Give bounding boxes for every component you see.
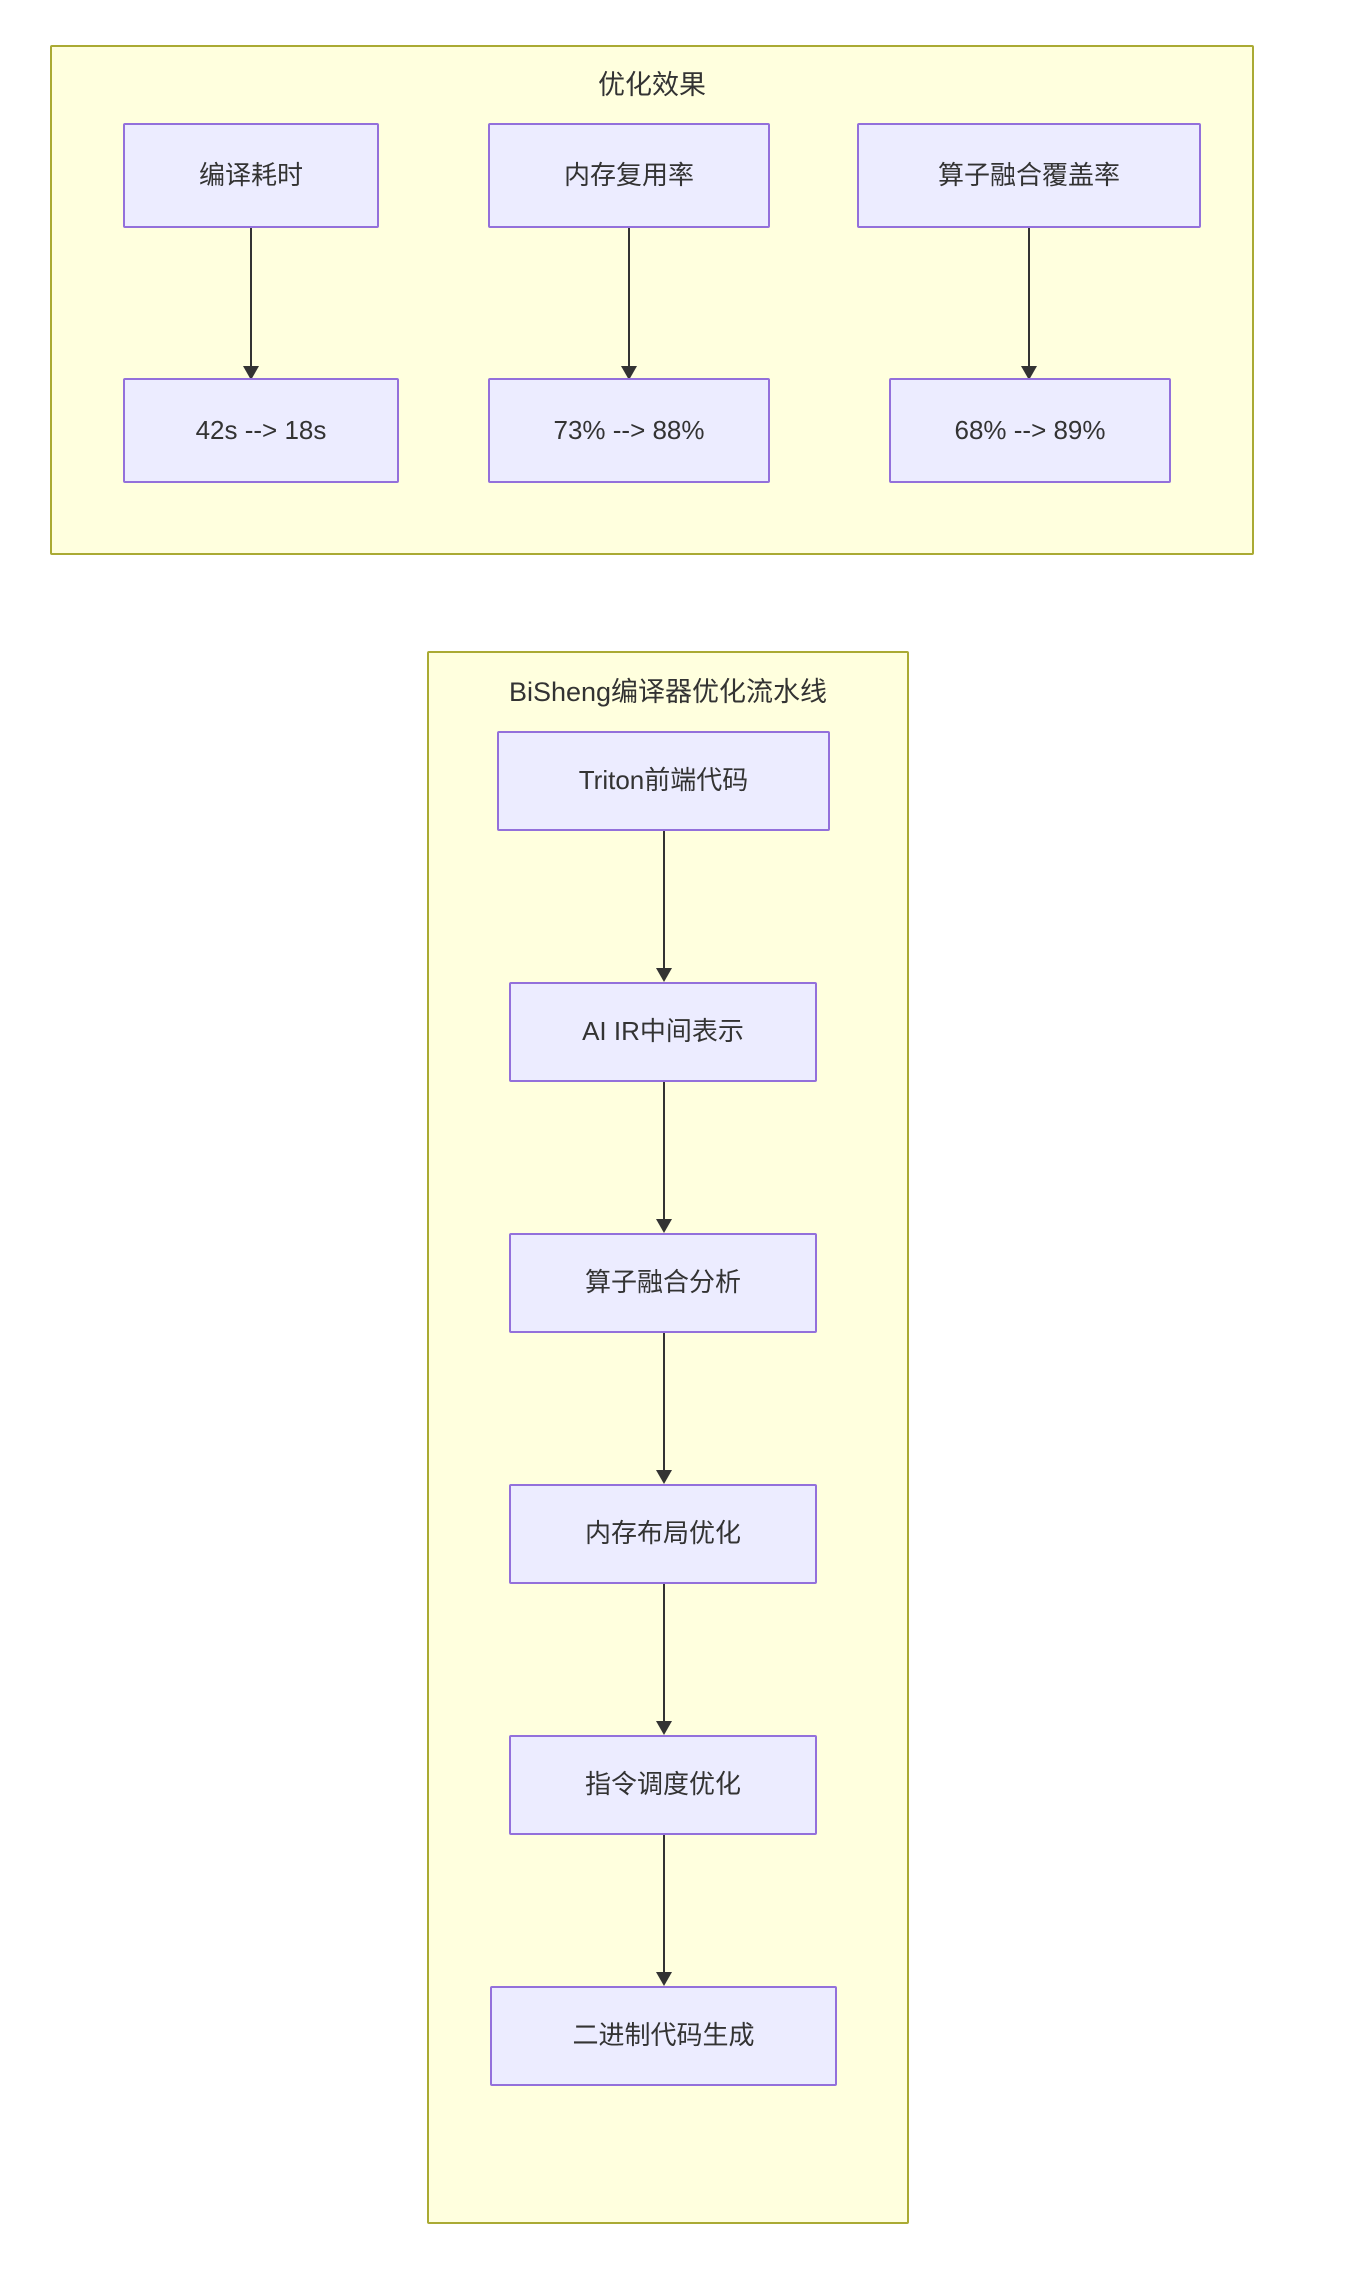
node-pipeline-step-1[interactable]: Triton前端代码 bbox=[497, 731, 830, 831]
node-label: Triton前端代码 bbox=[578, 765, 749, 796]
node-result-operator-fusion-coverage[interactable]: 68% --> 89% bbox=[889, 378, 1171, 483]
arrow-pipeline-3-to-4 bbox=[656, 1333, 672, 1484]
node-label: 内存布局优化 bbox=[584, 1518, 741, 1549]
arrow-pipeline-1-to-2 bbox=[656, 831, 672, 982]
node-pipeline-step-2[interactable]: AI IR中间表示 bbox=[509, 982, 817, 1082]
node-result-compile-time[interactable]: 42s --> 18s bbox=[123, 378, 399, 483]
node-pipeline-step-5[interactable]: 指令调度优化 bbox=[509, 1735, 817, 1835]
arrow-pipeline-5-to-6 bbox=[656, 1835, 672, 1986]
node-label: 42s --> 18s bbox=[195, 414, 327, 445]
node-label: AI IR中间表示 bbox=[582, 1016, 744, 1047]
node-label: 二进制代码生成 bbox=[572, 2020, 755, 2051]
node-label: 算子融合分析 bbox=[584, 1267, 741, 1298]
node-pipeline-step-4[interactable]: 内存布局优化 bbox=[509, 1484, 817, 1584]
arrow-compile-time bbox=[243, 228, 259, 380]
node-metric-operator-fusion-coverage[interactable]: 算子融合覆盖率 bbox=[857, 123, 1201, 228]
node-label: 算子融合覆盖率 bbox=[937, 159, 1120, 190]
subgraph-title-bisheng-pipeline: BiSheng编译器优化流水线 bbox=[508, 677, 828, 707]
node-metric-memory-reuse[interactable]: 内存复用率 bbox=[488, 123, 770, 228]
node-label: 68% --> 89% bbox=[954, 414, 1106, 445]
node-label: 内存复用率 bbox=[563, 159, 694, 190]
arrow-memory-reuse bbox=[621, 228, 637, 380]
node-pipeline-step-3[interactable]: 算子融合分析 bbox=[509, 1233, 817, 1333]
arrow-pipeline-4-to-5 bbox=[656, 1584, 672, 1735]
node-label: 指令调度优化 bbox=[584, 1769, 741, 1800]
subgraph-bisheng-pipeline: BiSheng编译器优化流水线 bbox=[427, 651, 909, 2224]
arrow-pipeline-2-to-3 bbox=[656, 1082, 672, 1233]
subgraph-title-optimization-results: 优化效果 bbox=[598, 70, 706, 100]
node-pipeline-step-6[interactable]: 二进制代码生成 bbox=[490, 1986, 837, 2086]
node-label: 编译耗时 bbox=[198, 159, 303, 190]
arrow-operator-fusion-coverage bbox=[1021, 228, 1037, 380]
node-result-memory-reuse[interactable]: 73% --> 88% bbox=[488, 378, 770, 483]
node-label: 73% --> 88% bbox=[553, 414, 705, 445]
node-metric-compile-time[interactable]: 编译耗时 bbox=[123, 123, 379, 228]
